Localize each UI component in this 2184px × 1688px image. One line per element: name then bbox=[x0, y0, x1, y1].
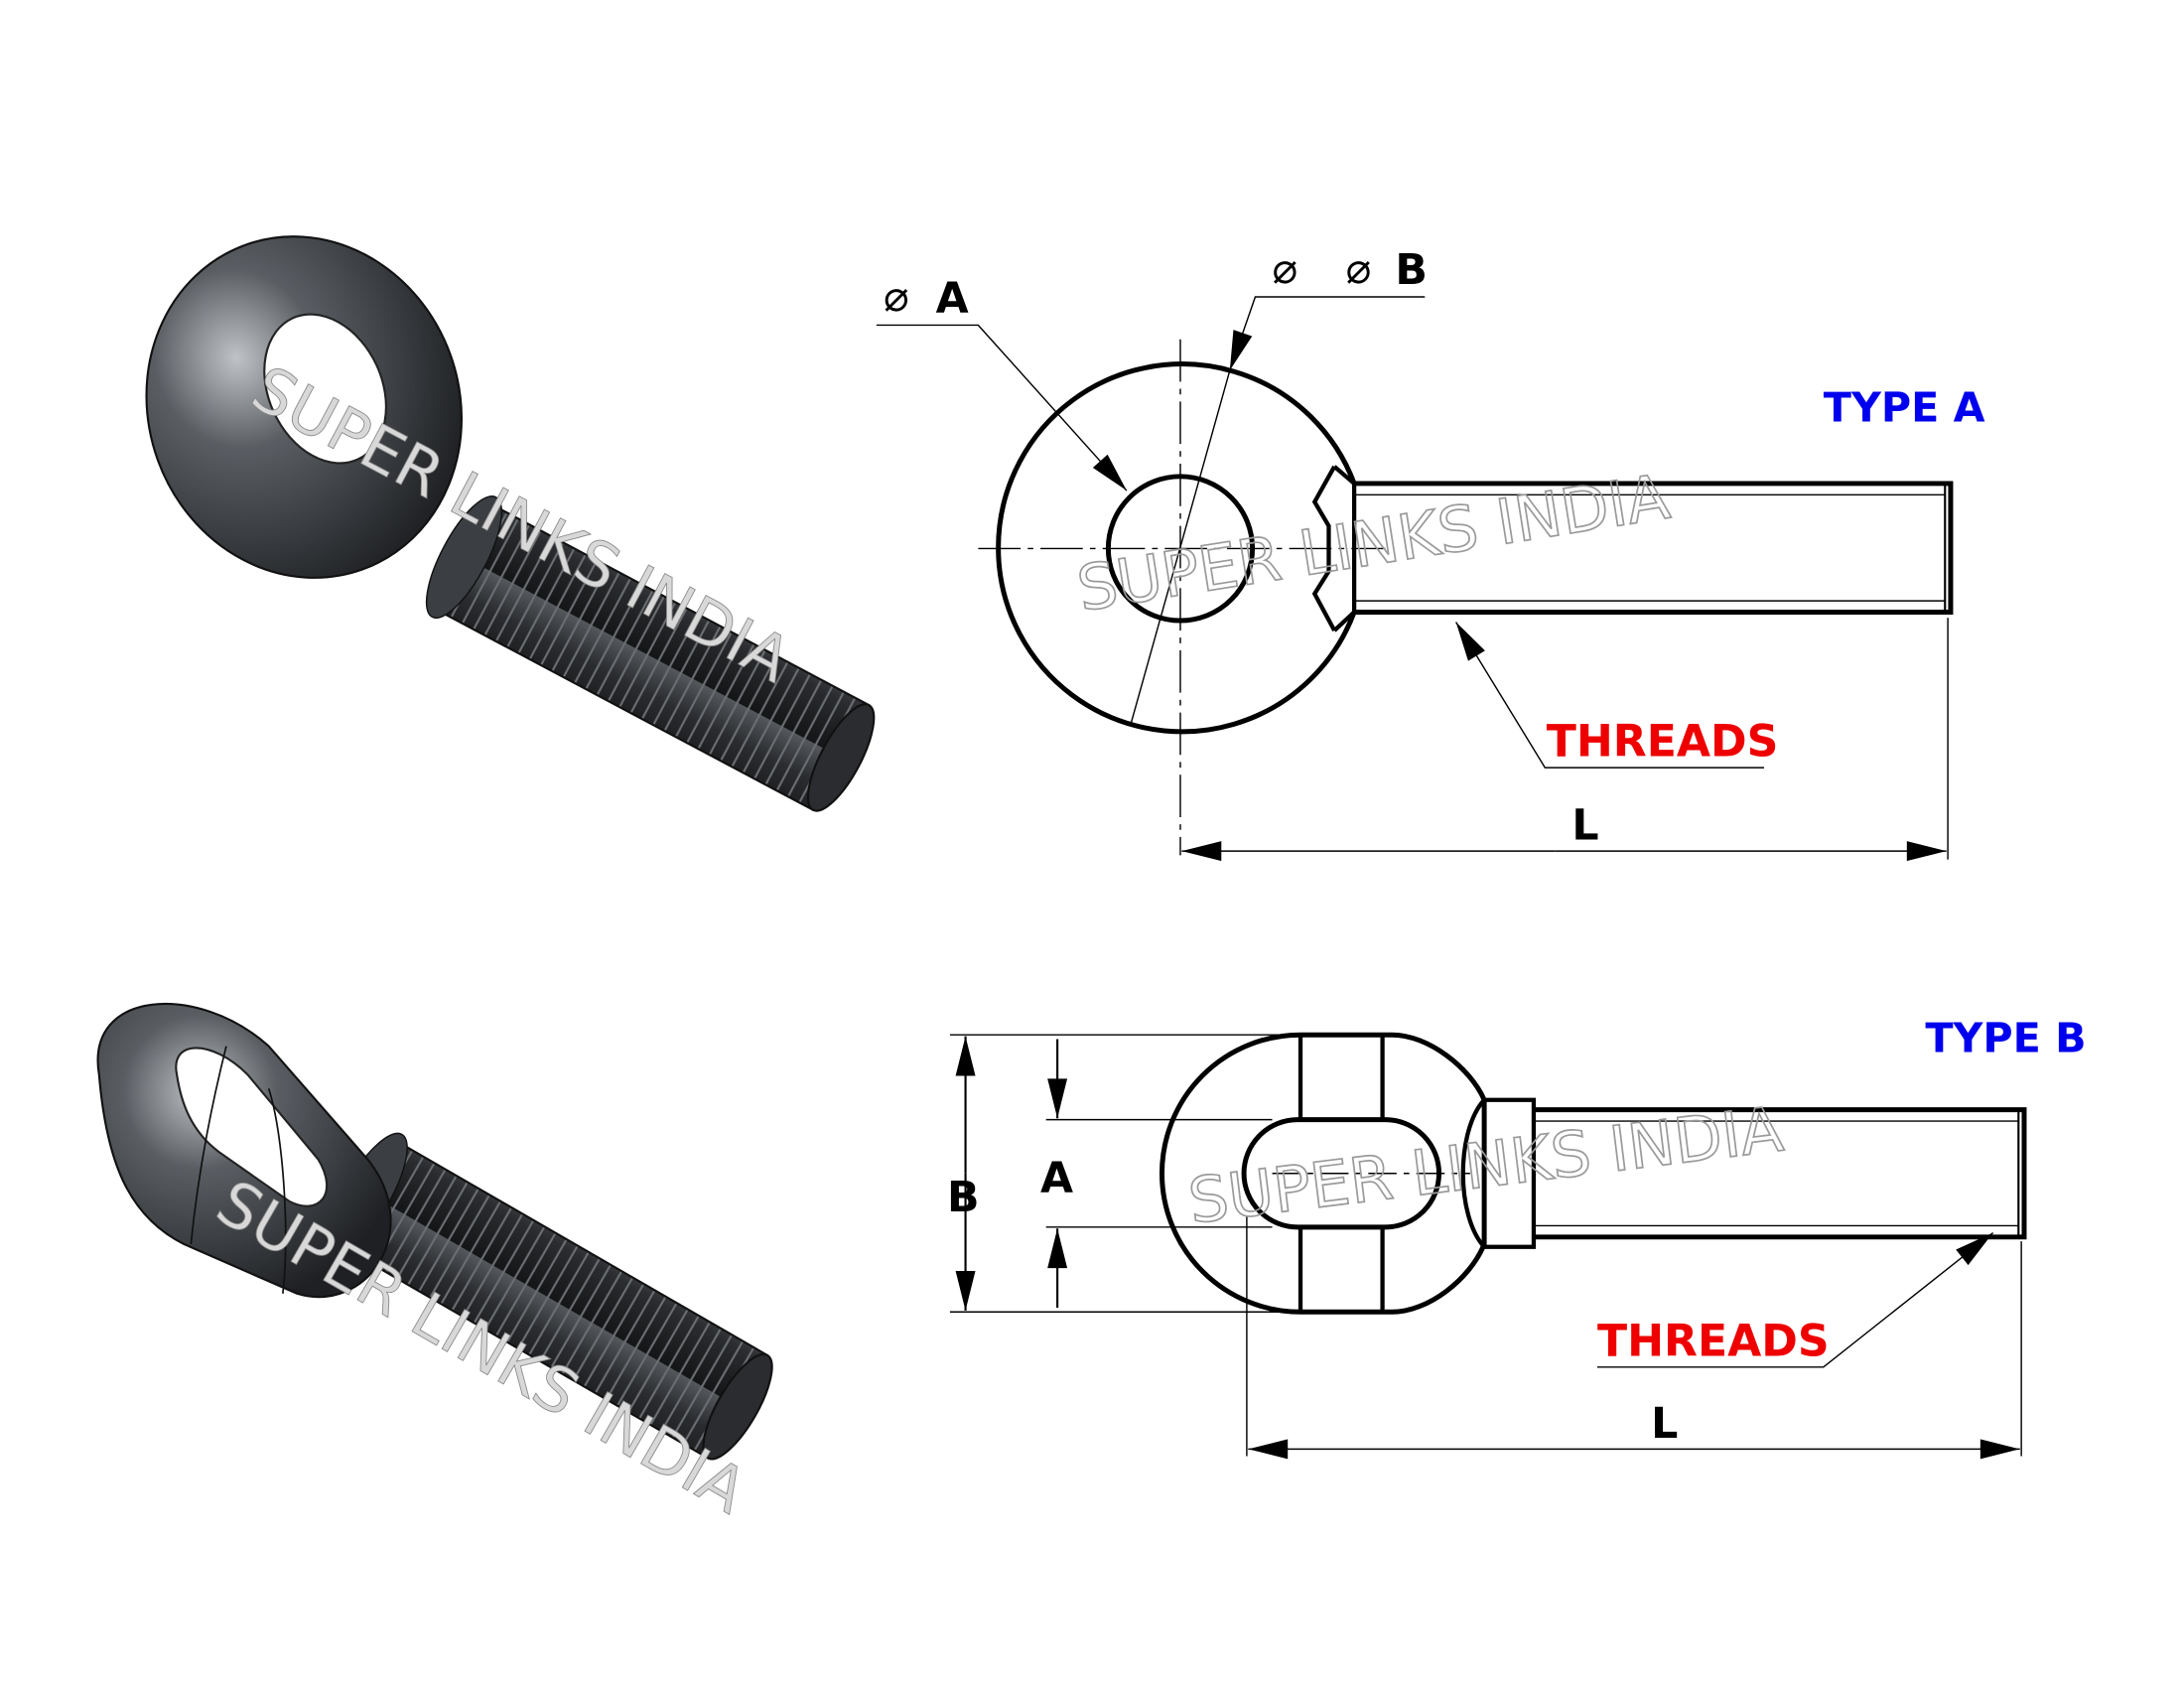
drawing-type-b bbox=[949, 1032, 2027, 1460]
diameter-symbol: ⌀ bbox=[1346, 244, 1372, 294]
leader-dia-a bbox=[876, 324, 1128, 492]
render-3d-type-a: SUPER LINKS INDIA bbox=[145, 235, 876, 812]
shank bbox=[1354, 481, 1954, 615]
dia-b-label: B bbox=[1395, 245, 1428, 295]
eye-loop-3d bbox=[96, 1002, 392, 1299]
length-label: L bbox=[1651, 1399, 1678, 1449]
type-b-title: TYPE B bbox=[1925, 1014, 2086, 1061]
leader-dia-b bbox=[1229, 296, 1426, 371]
dim-a-label: A bbox=[1040, 1153, 1073, 1202]
threads-label: THREADS bbox=[1597, 1316, 1830, 1366]
eye-outer-profile bbox=[1160, 1032, 1487, 1315]
diameter-symbol: ⌀ bbox=[1273, 244, 1298, 294]
drawing-type-a bbox=[876, 296, 1954, 862]
dia-a-label: A bbox=[936, 274, 969, 324]
collar bbox=[1460, 1097, 1537, 1249]
leader-threads bbox=[1455, 622, 1765, 769]
shank bbox=[1533, 1107, 2027, 1240]
threaded-shank-3d bbox=[425, 495, 876, 812]
dim-b-label: B bbox=[947, 1173, 980, 1222]
eye-ring-3d bbox=[145, 235, 464, 579]
threads-label: THREADS bbox=[1547, 717, 1779, 768]
collar bbox=[1311, 465, 1357, 633]
diameter-symbol: ⌀ bbox=[884, 272, 909, 322]
eye-outer-profile bbox=[996, 361, 1357, 735]
render-3d-type-b: SUPER LINKS INDIA bbox=[96, 1002, 773, 1528]
leader-threads bbox=[1597, 1231, 1994, 1368]
length-label: L bbox=[1571, 801, 1598, 851]
eye-hole bbox=[1105, 474, 1256, 624]
type-a-title: TYPE A bbox=[1824, 383, 1985, 431]
